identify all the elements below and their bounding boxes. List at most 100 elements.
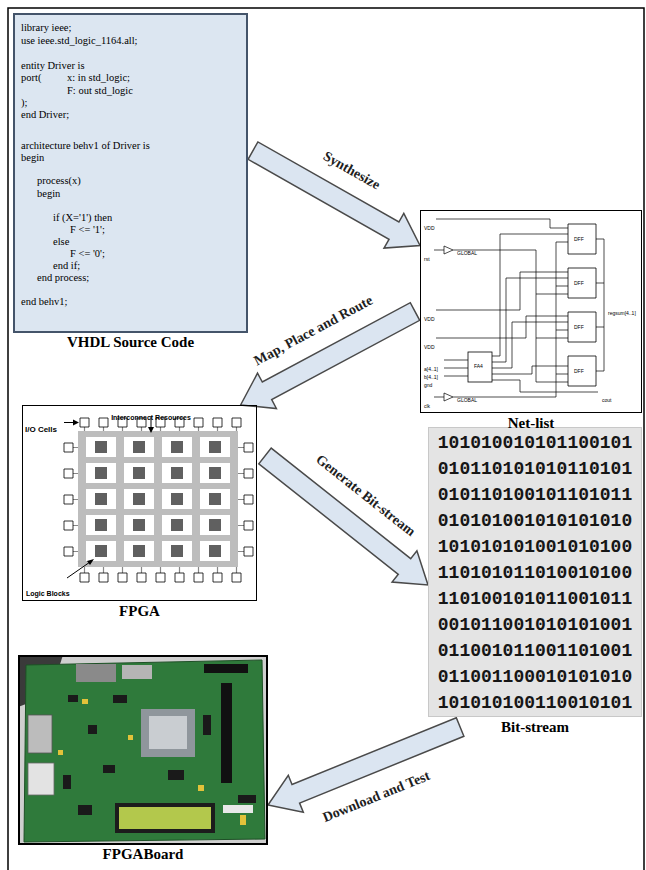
bit-row: 110100101011001011 xyxy=(438,589,632,609)
text-holder: port( xyxy=(21,68,41,84)
code-box: library ieee; use ieee.std_logic_1164.all… xyxy=(13,13,248,333)
text-holder: begin xyxy=(21,148,44,164)
buffer-symbols xyxy=(444,246,453,401)
board-photo: FPGABoard xyxy=(18,655,268,845)
block-arrow xyxy=(248,142,420,248)
label-holder: Logic Blocks xyxy=(26,583,70,599)
signal-name: regsum[4..1] xyxy=(608,310,636,316)
small-parts xyxy=(63,695,256,815)
label-holder: VDD xyxy=(424,336,435,352)
bit-row: 101010100110010101 xyxy=(438,693,632,713)
pin-header xyxy=(221,683,232,783)
pin-name: gnd xyxy=(424,382,432,388)
io-stubs xyxy=(73,427,244,573)
text-holder: ); xyxy=(21,93,27,109)
text-holder: entity Driver is xyxy=(21,56,85,72)
pcb xyxy=(24,660,265,842)
text-holder: if (X='1') then xyxy=(53,208,112,224)
callout-label: Logic Blocks xyxy=(26,590,70,597)
text-holder: 110100101011001011 xyxy=(429,590,641,608)
label-holder: cout xyxy=(602,389,611,405)
flip-flop-symbols xyxy=(568,224,596,386)
label-holder: GLOBAL xyxy=(457,242,477,258)
code-line: if (X='1') then xyxy=(53,212,112,223)
grid-cells xyxy=(86,437,230,561)
label-holder: VDD xyxy=(424,217,435,233)
bit-row: 001011001010101001 xyxy=(438,615,632,635)
code-line: F: out std_logic xyxy=(67,85,133,96)
photo-background xyxy=(18,655,268,845)
label-holder: FA4 xyxy=(474,355,483,371)
label-holder: GLOBAL xyxy=(457,389,477,405)
arrow-label: Map, Place and Route xyxy=(251,293,375,369)
fpga-panel: FPGAInterconnect ResourcesI/O CellsLogic… xyxy=(22,405,257,601)
text-holder: begin xyxy=(37,184,60,200)
text-holder: 101010010101100101 xyxy=(429,434,641,452)
pin-name: VDD xyxy=(424,316,435,322)
block-arrow xyxy=(259,448,428,585)
text-holder: end Driver; xyxy=(21,105,69,121)
part-name: DFF xyxy=(574,324,584,330)
fpga-fabric xyxy=(64,416,253,582)
lcd-frame xyxy=(115,803,215,833)
part-name: DFF xyxy=(574,280,584,286)
arrow-label-holder: Synthesize xyxy=(321,148,384,193)
leader-arrowheads xyxy=(73,420,154,566)
arrow-label-holder: Download and Test xyxy=(320,767,432,825)
label-holder: clk xyxy=(424,395,430,411)
text-holder: 011001100010101010 xyxy=(429,668,641,686)
label-holder: I/O Cells xyxy=(25,419,57,435)
buffer-name: GLOBAL xyxy=(457,397,477,403)
text-holder: else xyxy=(53,232,69,248)
label-holder: b[4..1] xyxy=(424,366,438,382)
label-holder: regsum[4..1] xyxy=(608,302,636,318)
signal-name: rst xyxy=(424,256,430,262)
text-holder: Net-list xyxy=(508,415,555,431)
text-holder: 101010101001010100 xyxy=(429,538,641,556)
caption: Net-list xyxy=(508,415,555,431)
code-line: begin xyxy=(37,188,60,199)
code-line: port( xyxy=(21,72,41,83)
arrow-label-holder: Map, Place and Route xyxy=(251,292,375,369)
code-line: use ieee.std_logic_1164.all; xyxy=(21,35,138,46)
switches xyxy=(223,805,253,813)
schematic-wires xyxy=(434,219,604,397)
bit-row: 011001011001101001 xyxy=(438,641,632,661)
text-holder: FPGABoard xyxy=(103,846,184,862)
code-line: library ieee; xyxy=(21,22,71,33)
caption: FPGABoard xyxy=(103,846,184,862)
text-holder: 010110101010110101 xyxy=(429,460,641,478)
video-port xyxy=(28,715,52,753)
arrow-label: Synthesize xyxy=(321,149,383,193)
arrow-label: Generate Bit-stream xyxy=(314,452,419,540)
part-name: DFF xyxy=(574,236,584,242)
code-line: F <= '1'; xyxy=(70,224,105,235)
bit-row: 011001100010101010 xyxy=(438,667,632,687)
text-holder: 011001011001101001 xyxy=(429,642,641,660)
code-line: x: in std_logic; xyxy=(67,72,130,83)
callout-label: I/O Cells xyxy=(25,425,57,434)
page-frame xyxy=(8,8,644,870)
bitstream-panel: 101010010101100101 010110101010110101 0101… xyxy=(428,427,642,717)
signal-name: a[4..1] xyxy=(424,366,438,372)
bit-row: 101010101001010100 xyxy=(438,537,632,557)
leader-lines xyxy=(64,416,151,578)
netlist-panel: Net-listVDDrstGLOBALVDDVDDa[4..1]b[4..1]… xyxy=(420,210,642,413)
arrow-label-holder: Generate Bit-stream xyxy=(314,451,420,539)
code-line: end Driver; xyxy=(21,109,69,120)
buffer-name: GLOBAL xyxy=(457,250,477,256)
dvi-port xyxy=(28,763,54,795)
label-holder: VDD xyxy=(424,308,435,324)
bit-row: 010101001010101010 xyxy=(438,511,632,531)
pin-name: VDD xyxy=(424,344,435,350)
code-line: ); xyxy=(21,97,27,108)
label-holder: Interconnect Resources xyxy=(111,407,191,423)
text-holder: F <= '1'; xyxy=(70,220,105,236)
logic-blocks xyxy=(95,441,221,557)
text-holder: 010110100101101011 xyxy=(429,486,641,504)
signal-name: cout xyxy=(602,397,611,403)
text-holder: 101010100110010101 xyxy=(429,694,641,712)
label-holder: rst xyxy=(424,248,430,264)
lcd-screen xyxy=(119,807,211,829)
